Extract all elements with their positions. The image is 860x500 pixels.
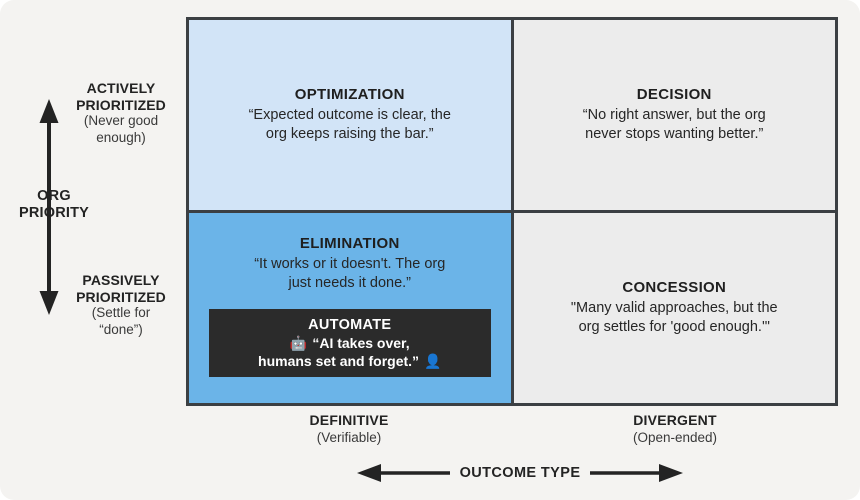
quadrant-elimination-desc-line1: “It works or it doesn't. The org bbox=[254, 256, 446, 272]
x-right-sub: (Open-ended) bbox=[632, 430, 718, 445]
automate-text-line1: “AI takes over, bbox=[312, 335, 410, 351]
x-left-sub: (Verifiable) bbox=[316, 430, 382, 445]
quadrant-matrix: OPTIMIZATION “Expected outcome is clear,… bbox=[186, 17, 838, 406]
quadrant-concession-desc-line1: "Many valid approaches, but the bbox=[570, 300, 778, 316]
quadrant-concession-description: "Many valid approaches, but the org sett… bbox=[571, 299, 778, 337]
quadrant-concession-desc-line2: org settles for 'good enough.'" bbox=[578, 319, 770, 335]
y-axis-label-actively-prioritized: ACTIVELY PRIORITIZED (Never good enough) bbox=[62, 80, 180, 146]
quadrant-decision[interactable]: DECISION “No right answer, but the org n… bbox=[513, 20, 835, 210]
robot-icon: 🤖 bbox=[289, 335, 308, 351]
quadrant-optimization-desc-line2: org keeps raising the bar.” bbox=[265, 126, 434, 142]
quadrant-decision-description: “No right answer, but the org never stop… bbox=[583, 106, 766, 144]
quadrant-elimination-title: ELIMINATION bbox=[299, 235, 400, 252]
y-bottom-main-line1: PASSIVELY bbox=[82, 272, 160, 288]
quadrant-concession-title: CONCESSION bbox=[622, 279, 727, 296]
automate-line-1: 🤖 “AI takes over, bbox=[290, 334, 410, 352]
quadrant-optimization-description: “Expected outcome is clear, the org keep… bbox=[249, 106, 451, 144]
org-priority-title-line1: ORG bbox=[37, 188, 71, 204]
y-top-main-line2: PRIORITIZED bbox=[76, 96, 166, 113]
quadrant-decision-title: DECISION bbox=[636, 86, 712, 103]
outcome-type-axis-title-text: OUTCOME TYPE bbox=[449, 465, 591, 481]
automate-text-line2: humans set and forget.” bbox=[258, 353, 420, 369]
automate-callout[interactable]: AUTOMATE 🤖 “AI takes over, humans set an… bbox=[209, 309, 491, 377]
automate-title: AUTOMATE bbox=[308, 317, 392, 333]
x-axis-label-divergent: DIVERGENT (Open-ended) bbox=[512, 412, 838, 446]
y-bottom-main-line2: PRIORITIZED bbox=[76, 288, 166, 305]
quadrant-optimization-desc-line1: “Expected outcome is clear, the bbox=[248, 107, 451, 123]
y-top-sub-line1: (Never good bbox=[83, 113, 159, 128]
quadrant-decision-desc-line2: never stops wanting better.” bbox=[585, 126, 764, 142]
org-priority-axis-arrow bbox=[36, 98, 62, 316]
x-right-main: DIVERGENT bbox=[633, 412, 717, 428]
quadrant-decision-desc-line1: “No right answer, but the org bbox=[582, 107, 766, 123]
org-priority-axis-title: ORG PRIORITY bbox=[6, 188, 102, 222]
quadrant-optimization[interactable]: OPTIMIZATION “Expected outcome is clear,… bbox=[189, 20, 511, 210]
outcome-type-axis-title: OUTCOME TYPE bbox=[355, 462, 685, 484]
y-bottom-sub-line2: “done”) bbox=[99, 321, 143, 337]
quadrant-optimization-title: OPTIMIZATION bbox=[294, 86, 405, 103]
quadrant-concession[interactable]: CONCESSION "Many valid approaches, but t… bbox=[513, 213, 835, 403]
y-axis-label-passively-prioritized: PASSIVELY PRIORITIZED (Settle for “done”… bbox=[62, 272, 180, 338]
quadrant-elimination[interactable]: ELIMINATION “It works or it doesn't. The… bbox=[189, 213, 511, 403]
x-axis-label-definitive: DEFINITIVE (Verifiable) bbox=[186, 412, 512, 446]
org-priority-title-line2: PRIORITY bbox=[18, 205, 90, 221]
person-icon: 👤 bbox=[424, 353, 442, 369]
outcome-type-axis: OUTCOME TYPE bbox=[355, 462, 685, 484]
automate-line-2: humans set and forget.” 👤 bbox=[258, 352, 441, 370]
y-top-main-line1: ACTIVELY bbox=[86, 80, 156, 96]
y-bottom-sub-line1: (Settle for bbox=[91, 305, 151, 320]
y-top-sub-line2: enough) bbox=[96, 129, 146, 145]
quadrant-elimination-desc-line2: just needs it done.” bbox=[288, 275, 411, 291]
x-left-main: DEFINITIVE bbox=[309, 412, 389, 428]
quadrant-elimination-description: “It works or it doesn't. The org just ne… bbox=[254, 255, 445, 293]
